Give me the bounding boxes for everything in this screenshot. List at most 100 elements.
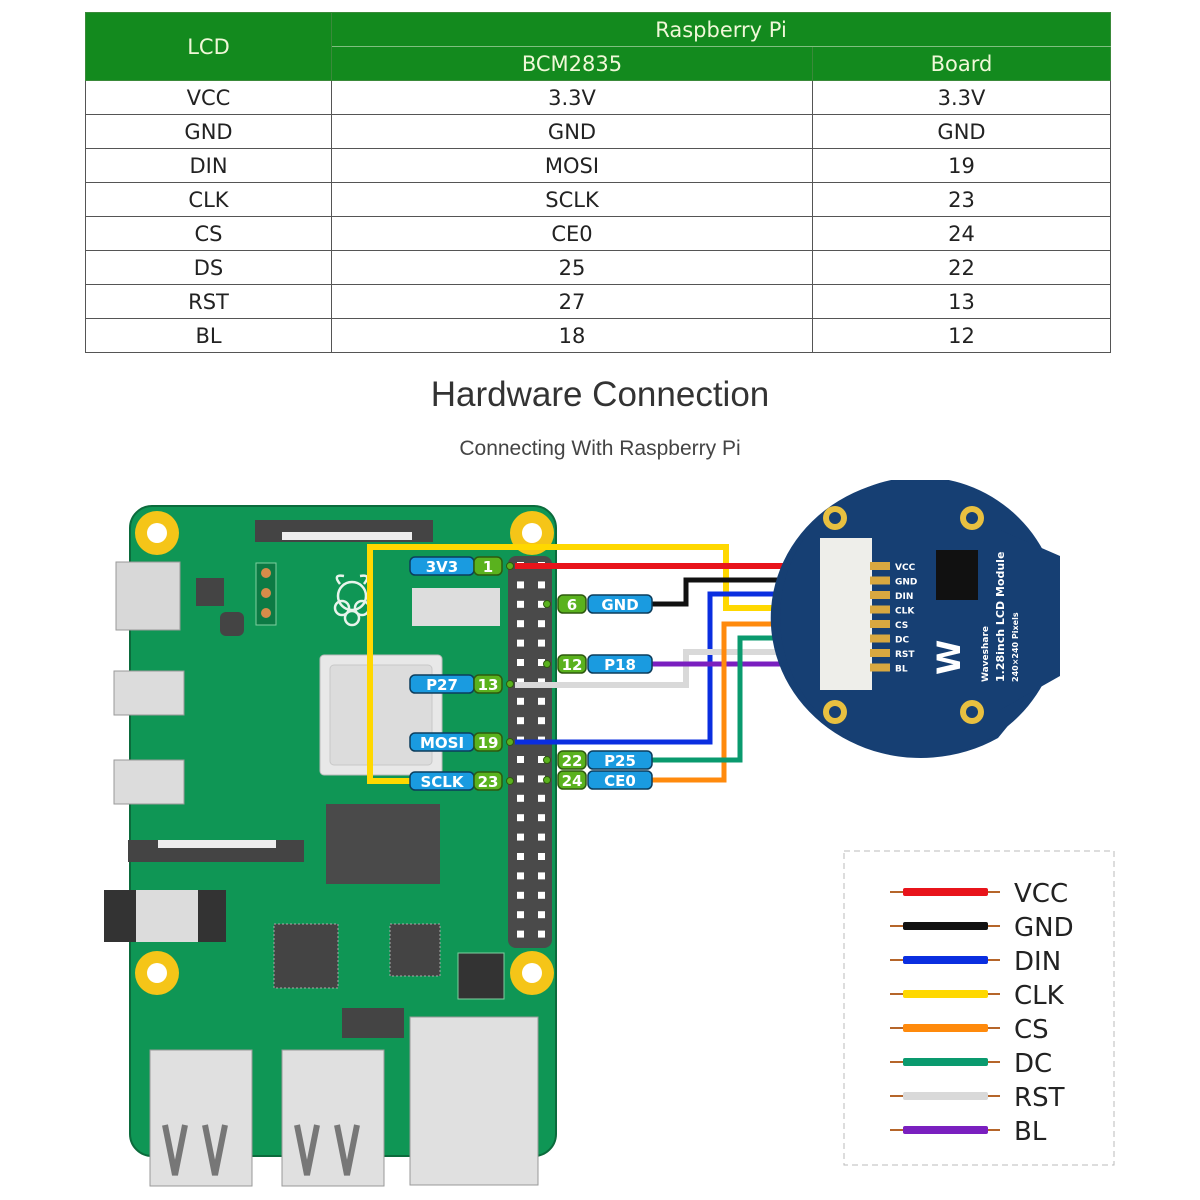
pin-number-badge xyxy=(473,556,503,576)
pin-name-badge xyxy=(587,770,653,790)
legend-label: RST xyxy=(1014,1083,1065,1113)
pin-number-badge xyxy=(473,674,503,694)
pin-number: 1 xyxy=(483,558,493,576)
lcd-resolution: 240×240 Pixels xyxy=(1011,612,1020,682)
pin-name: 3V3 xyxy=(426,558,458,576)
pin-number: 6 xyxy=(567,596,577,614)
header-board: Board xyxy=(812,46,1111,81)
cell-bcm: MOSI xyxy=(331,148,813,183)
legend-swatch xyxy=(903,1058,988,1066)
pin-name: SCLK xyxy=(421,773,465,791)
pin-number-badge xyxy=(557,770,587,790)
pin-dot xyxy=(506,562,514,570)
cell-board: 24 xyxy=(812,216,1111,251)
lcd-module: W Waveshare 1.28inch LCD Module 240×240 … xyxy=(770,480,1060,758)
cell-lcd: GND xyxy=(85,114,332,149)
gpio-pin xyxy=(538,814,545,822)
gpio-pin xyxy=(517,911,524,919)
pin-label-left: 3V3 1 xyxy=(409,556,514,576)
raspberry-pi-logo-icon xyxy=(333,574,371,627)
cell-bcm: SCLK xyxy=(331,182,813,217)
usb-port xyxy=(281,1049,385,1187)
gpio-pin xyxy=(517,872,524,880)
gpio-pin xyxy=(517,659,524,666)
mount-hole xyxy=(960,700,984,724)
waveshare-logo-icon: W xyxy=(930,640,968,675)
gpio-pin xyxy=(517,853,524,860)
cell-lcd: BL xyxy=(85,318,332,353)
lcd-pin-label: BL xyxy=(895,665,908,675)
lcd-pad xyxy=(870,562,890,570)
legend-label: CS xyxy=(1014,1015,1049,1045)
gpio-pin xyxy=(517,775,524,783)
lcd-pad xyxy=(870,634,890,643)
legend-label: VCC xyxy=(1014,879,1068,909)
gpio-pin xyxy=(538,872,545,880)
pin-number: 19 xyxy=(478,734,499,752)
pin-number: 13 xyxy=(478,676,499,694)
gpio-pin xyxy=(517,620,524,628)
gpio-pin xyxy=(538,600,545,608)
gpio-pin xyxy=(538,659,545,666)
cell-lcd: CS xyxy=(85,216,332,251)
pin-number-badge xyxy=(557,654,587,674)
cell-bcm: 18 xyxy=(331,318,813,353)
lcd-pin-label: DIN xyxy=(895,592,913,602)
cell-board: GND xyxy=(812,114,1111,149)
lcd-pin-label: GND xyxy=(895,578,917,588)
cell-bcm: GND xyxy=(331,114,813,149)
pin-name: P27 xyxy=(426,676,458,694)
cell-bcm: 25 xyxy=(331,250,813,285)
lcd-title: 1.28inch LCD Module xyxy=(994,552,1007,682)
cell-lcd: VCC xyxy=(85,80,332,115)
legend-swatch xyxy=(903,922,988,930)
cell-bcm: 27 xyxy=(331,284,813,319)
raspberry-pi-board xyxy=(104,505,557,1187)
mount-hole xyxy=(135,511,179,555)
pin-name-badge xyxy=(587,594,653,614)
pin-dot xyxy=(543,660,551,668)
lcd-pad xyxy=(870,620,890,628)
lcd-pad xyxy=(870,649,890,657)
lcd-brand: Waveshare xyxy=(981,626,991,682)
pin-number-badge xyxy=(557,750,587,770)
pin-dot xyxy=(506,680,514,688)
header-raspberry-pi: Raspberry Pi xyxy=(331,12,1111,47)
svg-text:W: W xyxy=(930,640,968,675)
gpio-pin xyxy=(517,794,524,802)
lcd-pin-label: DC xyxy=(895,636,909,646)
pin-name: P18 xyxy=(604,656,636,674)
lcd-pad xyxy=(870,591,890,599)
gpio-pin xyxy=(538,756,545,763)
pin-name: CE0 xyxy=(604,772,636,790)
driver-ic xyxy=(936,550,978,600)
legend-swatch xyxy=(903,1024,988,1032)
legend-item: BL xyxy=(890,1117,1047,1147)
legend-item: CLK xyxy=(890,981,1065,1011)
gpio-pin xyxy=(517,717,524,725)
lcd-pin-label: CLK xyxy=(895,607,915,617)
ethernet-port xyxy=(409,1016,539,1186)
gpio-pin xyxy=(517,756,524,763)
gpio-pin xyxy=(517,639,524,647)
gpio-pin xyxy=(517,600,524,608)
legend-item: DIN xyxy=(890,947,1061,977)
usb-c-port xyxy=(115,561,181,631)
pin-dot xyxy=(543,776,551,784)
pin-dot xyxy=(506,738,514,746)
legend-label: DIN xyxy=(1014,947,1061,977)
header-bcm2835: BCM2835 xyxy=(331,46,813,81)
pin-number-badge xyxy=(473,771,503,791)
cell-bcm: 3.3V xyxy=(331,80,813,115)
gpio-pin xyxy=(517,930,524,938)
poe-header xyxy=(457,952,505,1000)
lcd-pin-label: RST xyxy=(895,650,915,660)
gpio-pin xyxy=(538,853,545,860)
